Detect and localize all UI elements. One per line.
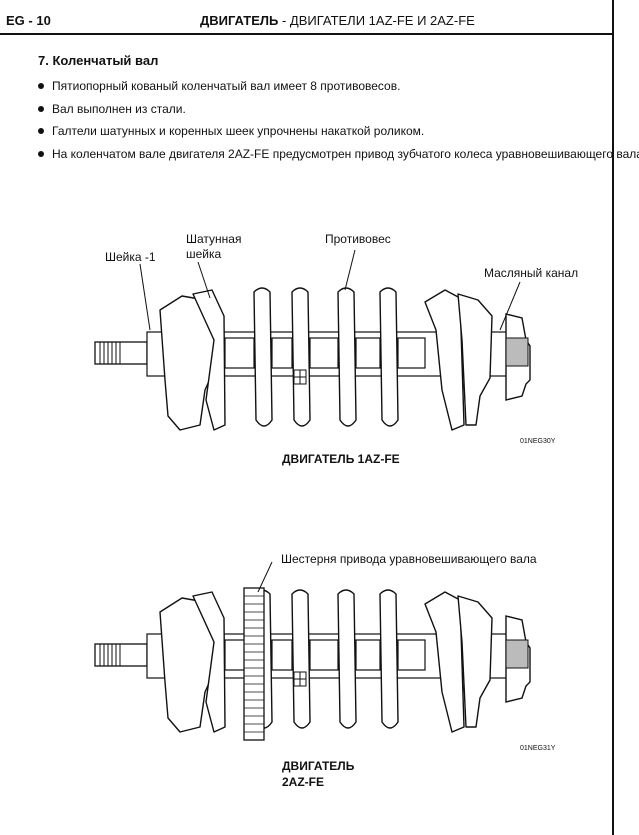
page-code: EG - 10 <box>6 13 51 28</box>
bullet-icon <box>38 151 44 158</box>
figure-caption-line1: ДВИГАТЕЛЬ <box>282 759 355 773</box>
crankshaft-2az-figure: Шестерня привода уравновешивающего вала … <box>0 540 612 800</box>
header-rule <box>0 33 612 35</box>
crankshaft-1az-drawing <box>94 249 531 431</box>
label-crankpin-line1: Шатунная <box>186 232 242 246</box>
bullet-text: Галтели шатунных и коренных шеек упрочне… <box>52 124 425 139</box>
bullet-item: Галтели шатунных и коренных шеек упрочне… <box>38 124 639 147</box>
gear-teeth <box>244 595 264 733</box>
bullet-item: На коленчатом валe двигателя 2AZ-FE пред… <box>38 147 639 170</box>
bullet-text: Пятиопорный кованый коленчатый вал имеет… <box>52 79 401 93</box>
header-title-bold: ДВИГАТЕЛЬ <box>200 13 279 28</box>
crankshaft-body <box>94 287 531 431</box>
bullet-text: Вал выполнен из стали. <box>52 101 186 116</box>
bullet-icon <box>38 83 44 89</box>
page-header-title: ДВИГАТЕЛЬ - ДВИГАТЕЛИ 1AZ-FE И 2AZ-FE <box>200 13 475 28</box>
crankshaft-2az-drawing <box>94 561 531 741</box>
figure-code: 01NEG30Y <box>520 438 556 445</box>
label-journal: Шейка -1 <box>105 250 156 264</box>
bullet-text: На коленчатом валe двигателя 2AZ-FE пред… <box>52 147 639 162</box>
bullet-list: Пятиопорный кованый коленчатый вал имеет… <box>38 79 639 170</box>
crankshaft-1az-figure: Шейка -1 Шатунная шейка Противовес Масля… <box>0 220 612 470</box>
bullet-icon <box>38 128 44 135</box>
bullet-item: Вал выполнен из стали. <box>38 102 639 125</box>
leader-lines <box>139 249 521 331</box>
section-title: 7. Коленчатый вал <box>38 53 159 68</box>
header-title-rest: - ДВИГАТЕЛИ 1AZ-FE И 2AZ-FE <box>278 13 475 28</box>
leader-line <box>257 561 273 593</box>
bullet-icon <box>38 105 44 112</box>
label-crankpin-line2: шейка <box>186 247 222 261</box>
figure-caption-line2: 2AZ-FE <box>282 775 324 789</box>
label-oil-channel: Масляный канал <box>484 266 579 280</box>
crankshaft-body <box>94 589 531 733</box>
figure-caption: ДВИГАТЕЛЬ 1AZ-FE <box>282 452 400 466</box>
label-balancer-gear: Шестерня привода уравновешивающего вала <box>281 552 537 566</box>
margin-rule <box>612 0 614 835</box>
label-counterweight: Противовес <box>325 232 391 246</box>
figure-code: 01NEG31Y <box>520 745 556 752</box>
bullet-item: Пятиопорный кованый коленчатый вал имеет… <box>38 79 639 102</box>
balancer-gear <box>243 587 265 741</box>
